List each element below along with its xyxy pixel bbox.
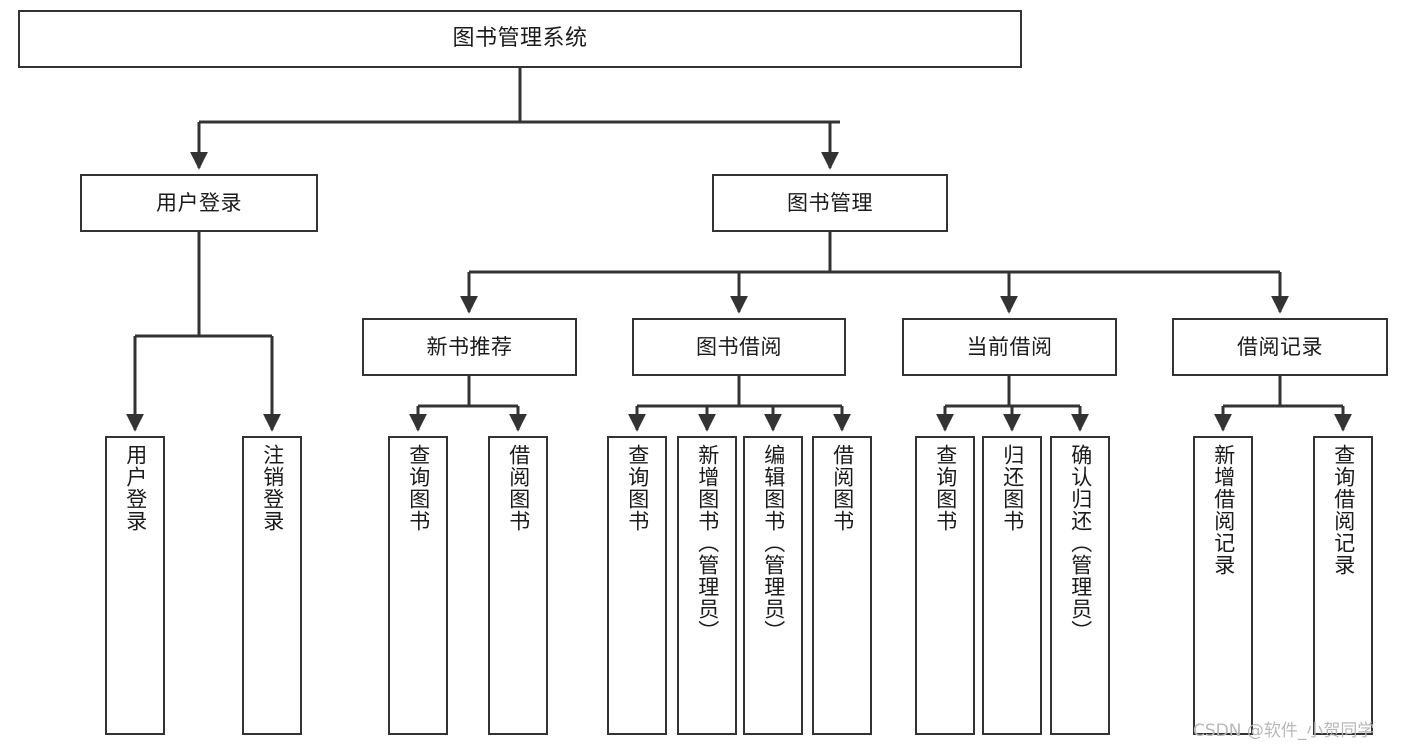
node-label: 新增借阅记录 [1211, 444, 1236, 576]
node-root-system[interactable]: 图书管理系统 [18, 10, 1022, 68]
leaf-record-query-record[interactable]: 查询借阅记录 [1313, 436, 1373, 735]
node-label: 编辑图书（管理员） [761, 444, 786, 642]
node-book-management[interactable]: 图书管理 [712, 174, 948, 232]
leaf-current-confirm-return-admin[interactable]: 确认归还（管理员） [1050, 436, 1110, 735]
leaf-record-add-record[interactable]: 新增借阅记录 [1193, 436, 1253, 735]
leaf-current-return-book[interactable]: 归还图书 [982, 436, 1042, 735]
node-label: 查询图书 [406, 444, 431, 532]
node-book-borrow[interactable]: 图书借阅 [632, 318, 846, 376]
node-borrow-record[interactable]: 借阅记录 [1172, 318, 1388, 376]
leaf-borrow-borrow-book[interactable]: 借阅图书 [812, 436, 872, 735]
node-label: 用户登录 [123, 444, 148, 532]
leaf-recommend-borrow-book[interactable]: 借阅图书 [488, 436, 548, 735]
leaf-borrow-edit-book-admin[interactable]: 编辑图书（管理员） [743, 436, 803, 735]
node-label: 图书管理 [787, 190, 873, 215]
node-label: 新书推荐 [426, 334, 513, 359]
leaf-user-login-login[interactable]: 用户登录 [105, 436, 165, 735]
node-label: 查询图书 [933, 444, 958, 532]
leaf-user-login-logout[interactable]: 注销登录 [242, 436, 302, 735]
leaf-borrow-query-book[interactable]: 查询图书 [607, 436, 667, 735]
node-current-borrow[interactable]: 当前借阅 [902, 318, 1117, 376]
node-label: 查询借阅记录 [1331, 444, 1356, 576]
node-label: 新增图书（管理员） [695, 444, 720, 642]
node-label: 归还图书 [1000, 444, 1025, 532]
node-new-book-recommend[interactable]: 新书推荐 [362, 318, 577, 376]
node-label: 图书管理系统 [452, 26, 588, 52]
node-label: 注销登录 [260, 444, 285, 532]
node-user-login[interactable]: 用户登录 [80, 174, 318, 232]
node-label: 图书借阅 [696, 334, 782, 359]
node-label: 借阅图书 [506, 444, 531, 532]
node-label: 借阅图书 [830, 444, 855, 532]
leaf-borrow-add-book-admin[interactable]: 新增图书（管理员） [677, 436, 737, 735]
node-label: 用户登录 [156, 190, 242, 215]
node-label: 查询图书 [625, 444, 650, 532]
node-label: 当前借阅 [966, 334, 1053, 359]
leaf-current-query-book[interactable]: 查询图书 [915, 436, 975, 735]
csdn-watermark: CSDN @软件_小贺同学 [1193, 721, 1375, 741]
leaf-recommend-query-book[interactable]: 查询图书 [388, 436, 448, 735]
node-label: 确认归还（管理员） [1068, 444, 1093, 642]
node-label: 借阅记录 [1237, 334, 1323, 359]
